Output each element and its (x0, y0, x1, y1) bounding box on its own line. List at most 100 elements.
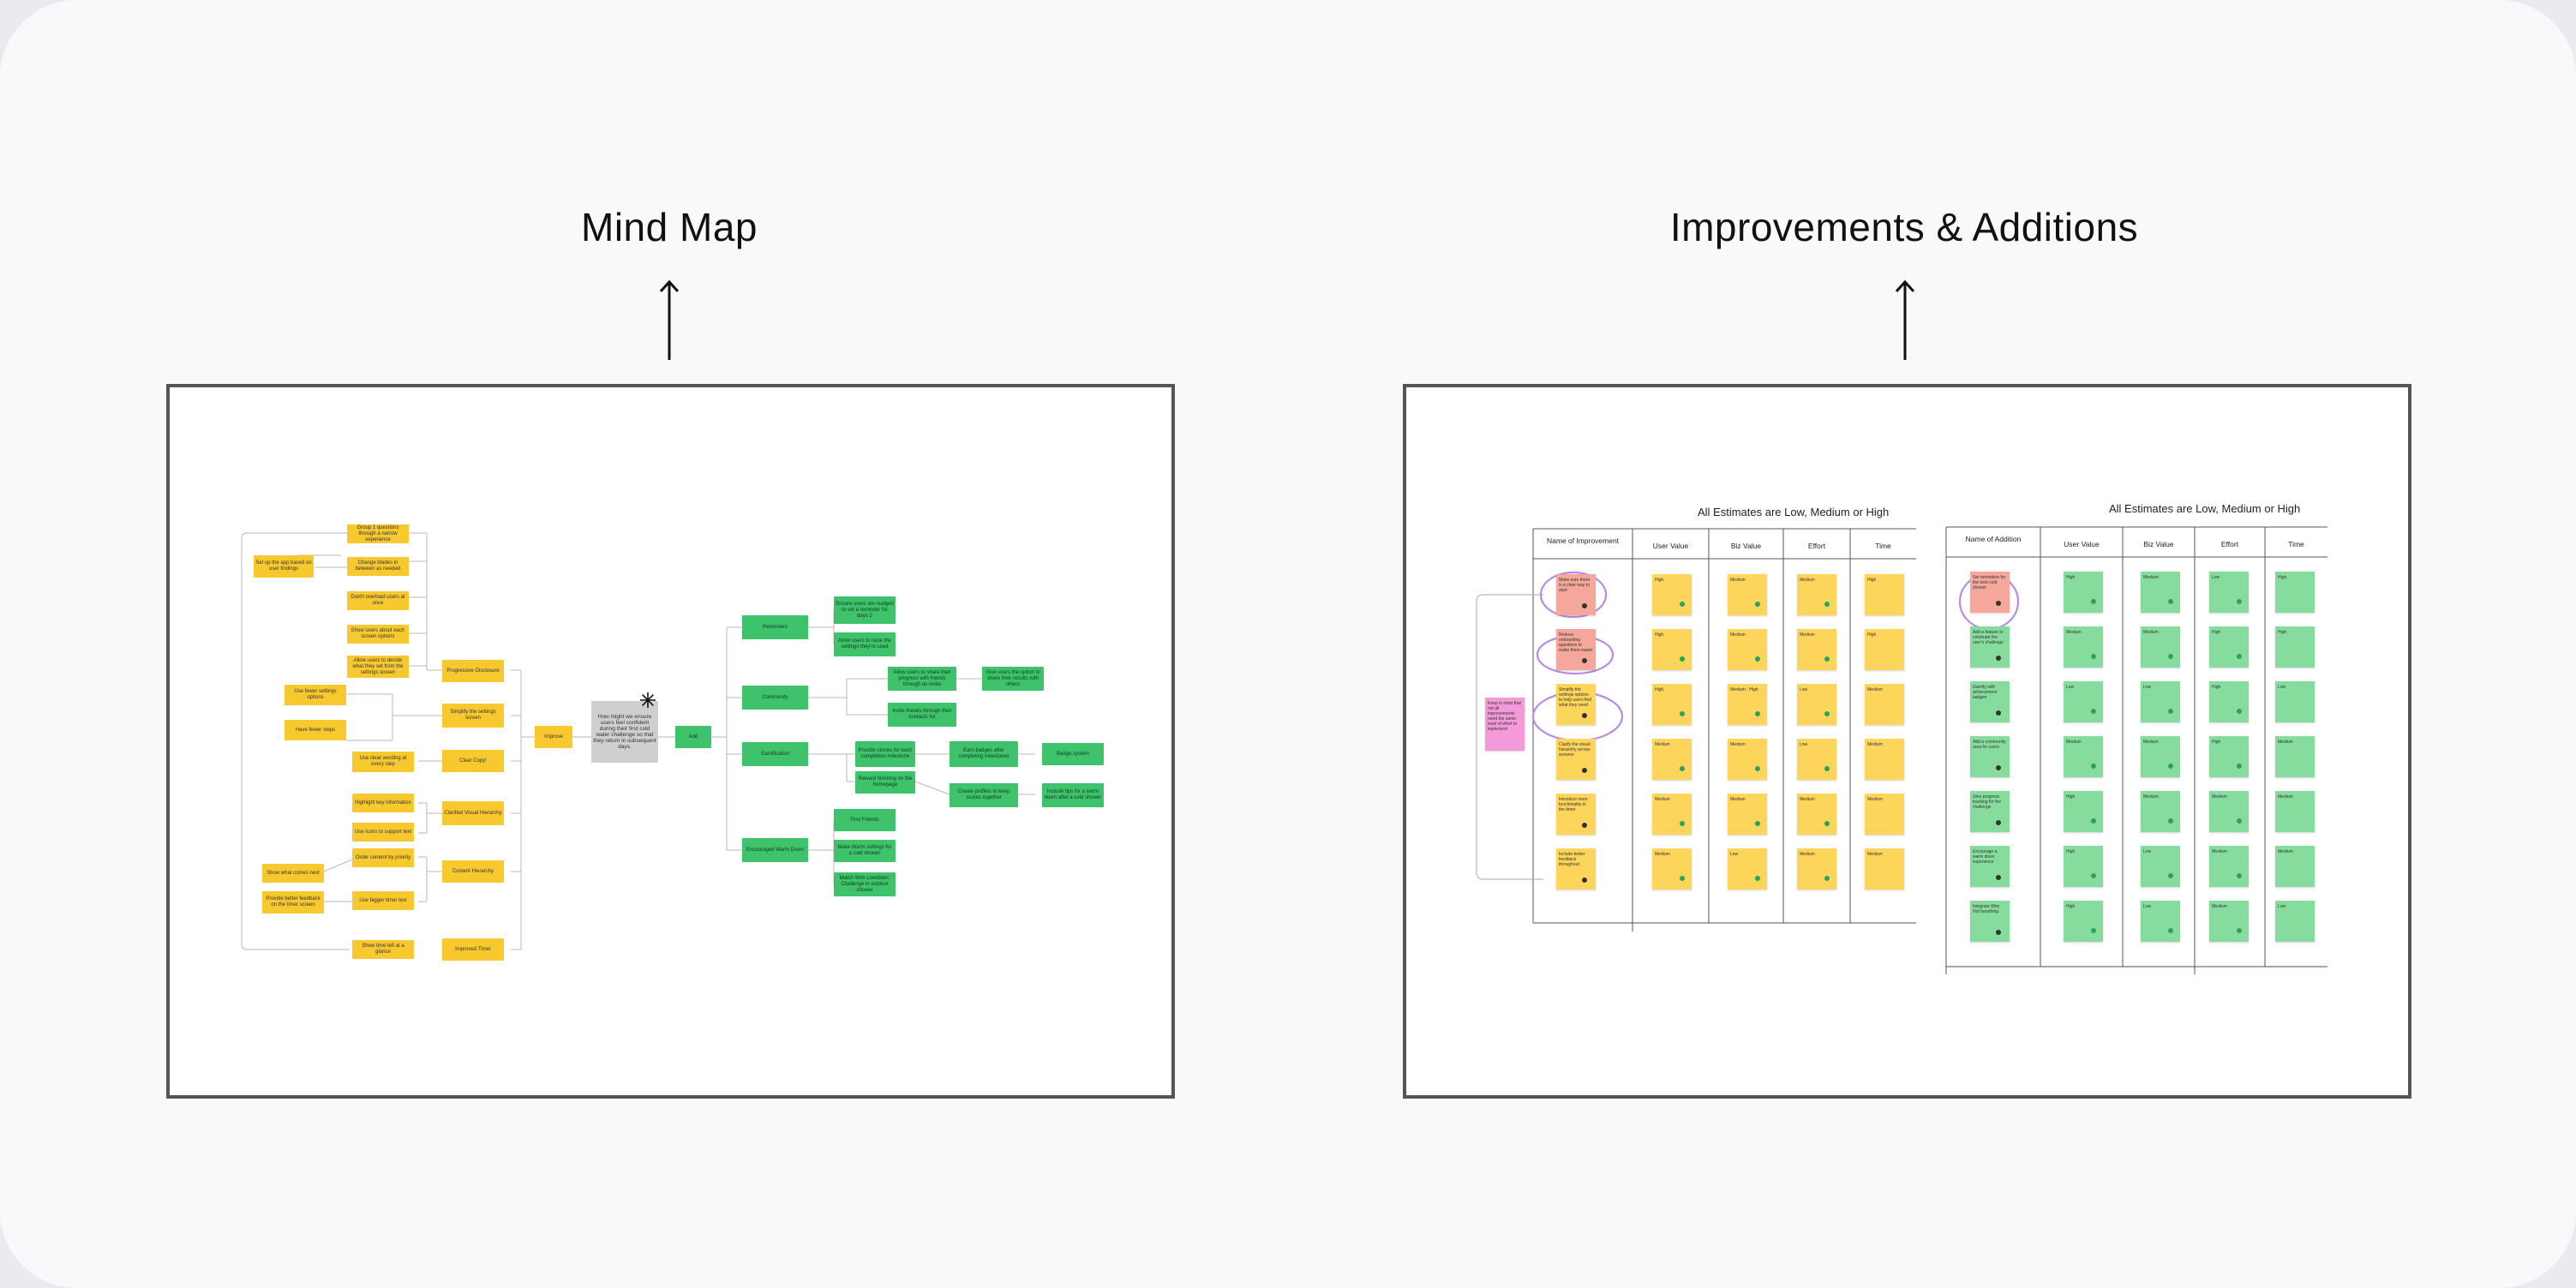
estimate-sticky[interactable]: Medium (1865, 794, 1904, 835)
improve-branch[interactable]: Improved Timer (442, 938, 504, 961)
estimate-sticky[interactable]: Medium (1797, 848, 1836, 890)
estimate-sticky[interactable]: Medium (2275, 846, 2315, 887)
improve-leaf: Use fewer settings options (285, 685, 346, 705)
item-name-sticky[interactable]: Encourage a warm down experience (1970, 846, 2010, 887)
improve-branch[interactable]: Progressive Disclosure (442, 660, 504, 682)
vote-dot-icon (1680, 711, 1685, 716)
estimate-sticky[interactable]: Medium (2275, 791, 2315, 832)
avatar-dot-icon (1996, 765, 2001, 770)
estimate-sticky[interactable]: Medium (2209, 791, 2249, 832)
estimate-sticky[interactable]: Medium (1797, 794, 1836, 835)
item-name-sticky[interactable]: Integrate Wim Hof breathing (1970, 901, 2010, 942)
estimate-sticky[interactable]: Low (2209, 572, 2249, 613)
improve-branch[interactable]: Simplify the settings screen (442, 704, 504, 728)
item-name-sticky[interactable]: Introduce more functionality in the time… (1556, 794, 1596, 835)
estimate-sticky[interactable]: Medium (2064, 626, 2103, 668)
item-name-sticky[interactable]: Include better feedback throughout (1556, 848, 1596, 890)
estimate-sticky[interactable]: High (1652, 684, 1692, 725)
vote-dot-icon (1755, 766, 1760, 771)
item-name-sticky[interactable]: Add a feature to celebrate the user's ch… (1970, 626, 2010, 668)
estimate-sticky[interactable]: Medium (1728, 794, 1767, 835)
add-leaf: Earn badges after completing milestones (950, 741, 1018, 767)
estimate-sticky[interactable]: Medium (1728, 574, 1767, 615)
add-leaf: Create profiles to keep scores together (950, 783, 1018, 807)
estimate-sticky[interactable]: High (2209, 626, 2249, 668)
item-name-sticky[interactable]: Set reminders for the next cold shower (1970, 572, 2010, 613)
add-branch[interactable]: Community (742, 686, 808, 710)
mind-map-connectors (241, 532, 1035, 950)
estimate-sticky[interactable]: High (2275, 626, 2315, 668)
estimate-sticky[interactable]: Medium (2064, 736, 2103, 777)
estimate-sticky[interactable]: Medium (1865, 848, 1904, 890)
estimate-sticky[interactable]: Medium (2275, 736, 2315, 777)
estimate-sticky[interactable]: Medium (2141, 572, 2180, 613)
add-branch[interactable]: Reminders (742, 615, 808, 639)
improve-leaf: Use bigger timer text (352, 891, 414, 910)
add-leaf: Reward finishing on the homepage (855, 771, 915, 794)
estimate-sticky[interactable]: Medium (2209, 846, 2249, 887)
estimate-sticky[interactable]: Low (2275, 681, 2315, 722)
estimate-sticky[interactable]: Medium (1652, 739, 1692, 780)
estimate-sticky[interactable]: Low (2141, 846, 2180, 887)
vote-dot-icon (2091, 654, 2096, 659)
improvements-frame[interactable]: All Estimates are Low, Medium or High Al… (1403, 384, 2411, 1099)
add-leaf: Provide stories for each completion mile… (855, 741, 915, 767)
estimate-sticky[interactable]: Medium - High (1728, 684, 1767, 725)
estimate-sticky[interactable]: Medium (1865, 684, 1904, 725)
estimate-sticky[interactable]: Medium (1797, 629, 1836, 670)
estimate-sticky[interactable]: High (2064, 846, 2103, 887)
estimate-sticky[interactable]: Low (1797, 684, 1836, 725)
estimate-sticky[interactable]: Low (2141, 901, 2180, 942)
estimate-sticky[interactable]: High (2064, 901, 2103, 942)
improve-branch[interactable]: Clarified Visual Hierarchy (442, 801, 504, 825)
item-name-sticky[interactable]: Add a community area for users (1970, 736, 2010, 777)
mind-map-title: Mind Map (581, 205, 758, 249)
estimate-sticky[interactable]: High (1865, 574, 1904, 615)
improve-branch[interactable]: Clear Copy! (442, 750, 504, 772)
central-question[interactable]: How might we ensure users feel confident… (591, 701, 658, 763)
estimate-sticky[interactable]: Medium (2141, 791, 2180, 832)
improve-leaf: Set up the app based on user findings (254, 555, 314, 578)
vote-dot-icon (2237, 928, 2242, 933)
vote-dot-icon (1755, 602, 1760, 607)
estimate-sticky[interactable]: Medium (1797, 574, 1836, 615)
estimate-sticky[interactable]: Medium (1728, 629, 1767, 670)
improve-leaf: Provide better feedback on the timer scr… (262, 891, 324, 914)
estimate-sticky[interactable]: Medium (1728, 739, 1767, 780)
estimate-sticky[interactable]: Low (2064, 681, 2103, 722)
estimate-sticky[interactable]: High (1652, 629, 1692, 670)
estimate-sticky[interactable]: Medium (1652, 848, 1692, 890)
mind-map-frame[interactable]: Group 1 questions through a narrow exper… (166, 384, 1175, 1099)
item-name-sticky[interactable]: Gamify with achievement badges (1970, 681, 2010, 722)
estimate-sticky[interactable]: Medium (1865, 739, 1904, 780)
improve-node[interactable]: Improve (535, 726, 572, 748)
estimate-sticky[interactable]: High (2275, 572, 2315, 613)
estimate-sticky[interactable]: High (2209, 681, 2249, 722)
item-name-sticky[interactable]: Make sure there is a clear way to start (1556, 574, 1596, 615)
item-name-sticky[interactable]: Simplify the settings options to help us… (1556, 684, 1596, 725)
item-name-sticky[interactable]: Give progress tracking for the challenge (1970, 791, 2010, 832)
improve-leaf: Order content by priority (352, 848, 414, 867)
estimate-sticky[interactable]: Medium (2209, 901, 2249, 942)
estimate-sticky[interactable]: High (2064, 791, 2103, 832)
estimate-sticky[interactable]: High (1865, 629, 1904, 670)
estimate-sticky[interactable]: High (2064, 572, 2103, 613)
estimate-sticky[interactable]: Medium (2141, 626, 2180, 668)
estimate-sticky[interactable]: Medium (1652, 794, 1692, 835)
estimate-sticky[interactable]: High (2209, 736, 2249, 777)
item-name-sticky[interactable]: Clarify the visual hierarchy across scre… (1556, 739, 1596, 780)
improve-branch[interactable]: Content Hierarchy (442, 860, 504, 883)
vote-dot-icon (2168, 709, 2173, 714)
estimate-sticky[interactable]: Low (1728, 848, 1767, 890)
add-branch[interactable]: Encouraged Warm Down (742, 838, 808, 862)
estimate-sticky[interactable]: Low (2141, 681, 2180, 722)
estimate-sticky[interactable]: Low (2275, 901, 2315, 942)
estimate-sticky[interactable]: Medium (2141, 736, 2180, 777)
vote-dot-icon (1755, 876, 1760, 881)
item-name-sticky[interactable]: Reduce onboarding questions to make them… (1556, 629, 1596, 670)
add-branch[interactable]: Gamification (742, 742, 808, 766)
estimate-sticky[interactable]: High (1652, 574, 1692, 615)
add-node[interactable]: Add (675, 726, 711, 748)
estimate-sticky[interactable]: Low (1797, 739, 1836, 780)
add-leaf: Find Friends (834, 809, 896, 831)
